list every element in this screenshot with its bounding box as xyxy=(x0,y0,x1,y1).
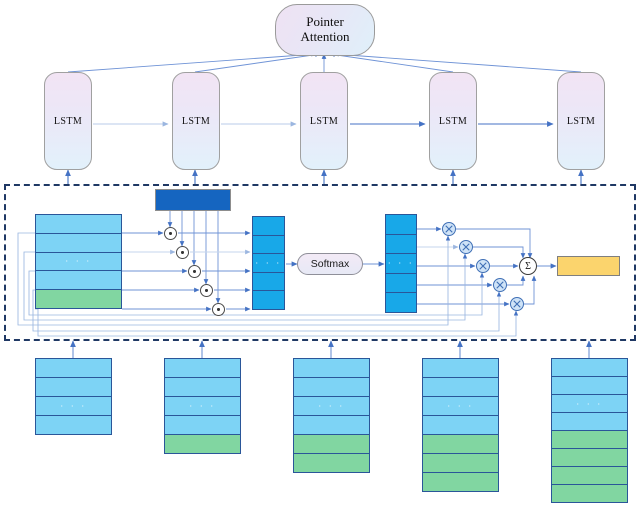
lstm-cell-5[interactable]: LSTM xyxy=(557,72,605,170)
query-vector-bar xyxy=(155,189,231,211)
weight-cell xyxy=(386,273,416,294)
input-cell xyxy=(294,359,369,378)
lstm-label: LSTM xyxy=(309,115,339,127)
dot-product-op-1 xyxy=(164,227,177,240)
ellipsis-marker: · · · xyxy=(318,400,345,411)
input-cell xyxy=(552,485,627,502)
attention-module-frame xyxy=(4,184,636,341)
lstm-cell-3[interactable]: LSTM xyxy=(300,72,348,170)
lstm-label: LSTM xyxy=(53,115,83,127)
times-icon xyxy=(462,243,470,251)
input-cell xyxy=(552,359,627,377)
dot-product-op-4 xyxy=(200,284,213,297)
input-cell: · · · xyxy=(294,397,369,416)
score-cell xyxy=(253,235,284,255)
dot-product-op-2 xyxy=(176,246,189,259)
score-cell: · · · xyxy=(253,254,284,273)
matrix-row xyxy=(36,290,121,308)
times-icon xyxy=(513,300,521,308)
matrix-row xyxy=(36,271,121,291)
input-cell xyxy=(423,454,498,473)
input-cell xyxy=(294,435,369,454)
attention-score-vector: · · · xyxy=(252,216,285,310)
lstm-cell-2[interactable]: LSTM xyxy=(172,72,220,170)
weight-cell xyxy=(386,234,416,255)
input-stack-1: · · · xyxy=(35,358,112,435)
dot-product-op-5 xyxy=(212,303,225,316)
input-cell xyxy=(552,431,627,449)
times-icon xyxy=(479,262,487,270)
ellipsis-marker: · · · xyxy=(60,400,87,411)
weight-cell xyxy=(386,215,416,235)
pointer-attention-node[interactable]: Pointer Attention xyxy=(275,4,375,56)
input-cell xyxy=(294,378,369,397)
input-cell xyxy=(423,473,498,491)
multiply-op-2 xyxy=(459,240,473,254)
ellipsis-marker: · · · xyxy=(447,400,474,411)
input-cell xyxy=(552,413,627,431)
input-cell xyxy=(423,435,498,454)
ellipsis-marker: · · · xyxy=(387,257,415,268)
multiply-op-4 xyxy=(493,278,507,292)
input-cell xyxy=(552,377,627,395)
input-cell: · · · xyxy=(423,397,498,416)
lstm-label: LSTM xyxy=(438,115,468,127)
sum-symbol: Σ xyxy=(525,260,531,272)
input-cell: · · · xyxy=(165,397,240,416)
context-vector-output xyxy=(557,256,620,276)
input-cell xyxy=(552,449,627,467)
multiply-op-1 xyxy=(442,222,456,236)
ellipsis-marker: · · · xyxy=(65,255,92,266)
input-cell xyxy=(552,467,627,485)
ellipsis-marker: · · · xyxy=(189,400,216,411)
lstm-cell-4[interactable]: LSTM xyxy=(429,72,477,170)
attention-weight-vector: · · · xyxy=(385,214,417,313)
input-cell xyxy=(423,416,498,435)
input-cell xyxy=(36,378,111,397)
input-stack-5: · · · xyxy=(551,358,628,503)
ellipsis-marker: · · · xyxy=(576,398,603,408)
score-cell xyxy=(253,272,284,292)
input-cell: · · · xyxy=(36,397,111,416)
lstm-cell-1[interactable]: LSTM xyxy=(44,72,92,170)
input-cell xyxy=(165,435,240,453)
input-stack-2: · · · xyxy=(164,358,241,454)
times-icon xyxy=(496,281,504,289)
matrix-row: · · · xyxy=(36,252,121,272)
softmax-label: Softmax xyxy=(310,258,350,270)
input-stack-3: · · · xyxy=(293,358,370,473)
input-cell xyxy=(36,416,111,434)
input-cell xyxy=(423,378,498,397)
multiply-op-5 xyxy=(510,297,524,311)
input-cell xyxy=(423,359,498,378)
ellipsis-marker: · · · xyxy=(255,257,282,268)
input-stack-4: · · · xyxy=(422,358,499,492)
times-icon xyxy=(445,225,453,233)
input-cell xyxy=(36,359,111,378)
pointer-attention-line2: Attention xyxy=(300,29,350,44)
weight-cell xyxy=(386,293,416,312)
score-cell xyxy=(253,217,284,236)
input-cell xyxy=(294,454,369,472)
input-cell xyxy=(165,378,240,397)
input-cell xyxy=(294,416,369,435)
softmax-node[interactable]: Softmax xyxy=(297,253,363,275)
score-cell xyxy=(253,291,284,309)
input-cell: · · · xyxy=(552,395,627,413)
multiply-op-3 xyxy=(476,259,490,273)
weight-cell: · · · xyxy=(386,254,416,274)
dot-product-op-3 xyxy=(188,265,201,278)
pointer-attention-line1: Pointer xyxy=(306,14,344,30)
key-value-matrix: · · · xyxy=(35,214,122,309)
summation-op: Σ xyxy=(519,257,537,275)
input-cell xyxy=(165,359,240,378)
lstm-label: LSTM xyxy=(181,115,211,127)
matrix-row xyxy=(36,233,121,253)
lstm-label: LSTM xyxy=(566,115,596,127)
input-cell xyxy=(165,416,240,435)
matrix-row xyxy=(36,215,121,234)
